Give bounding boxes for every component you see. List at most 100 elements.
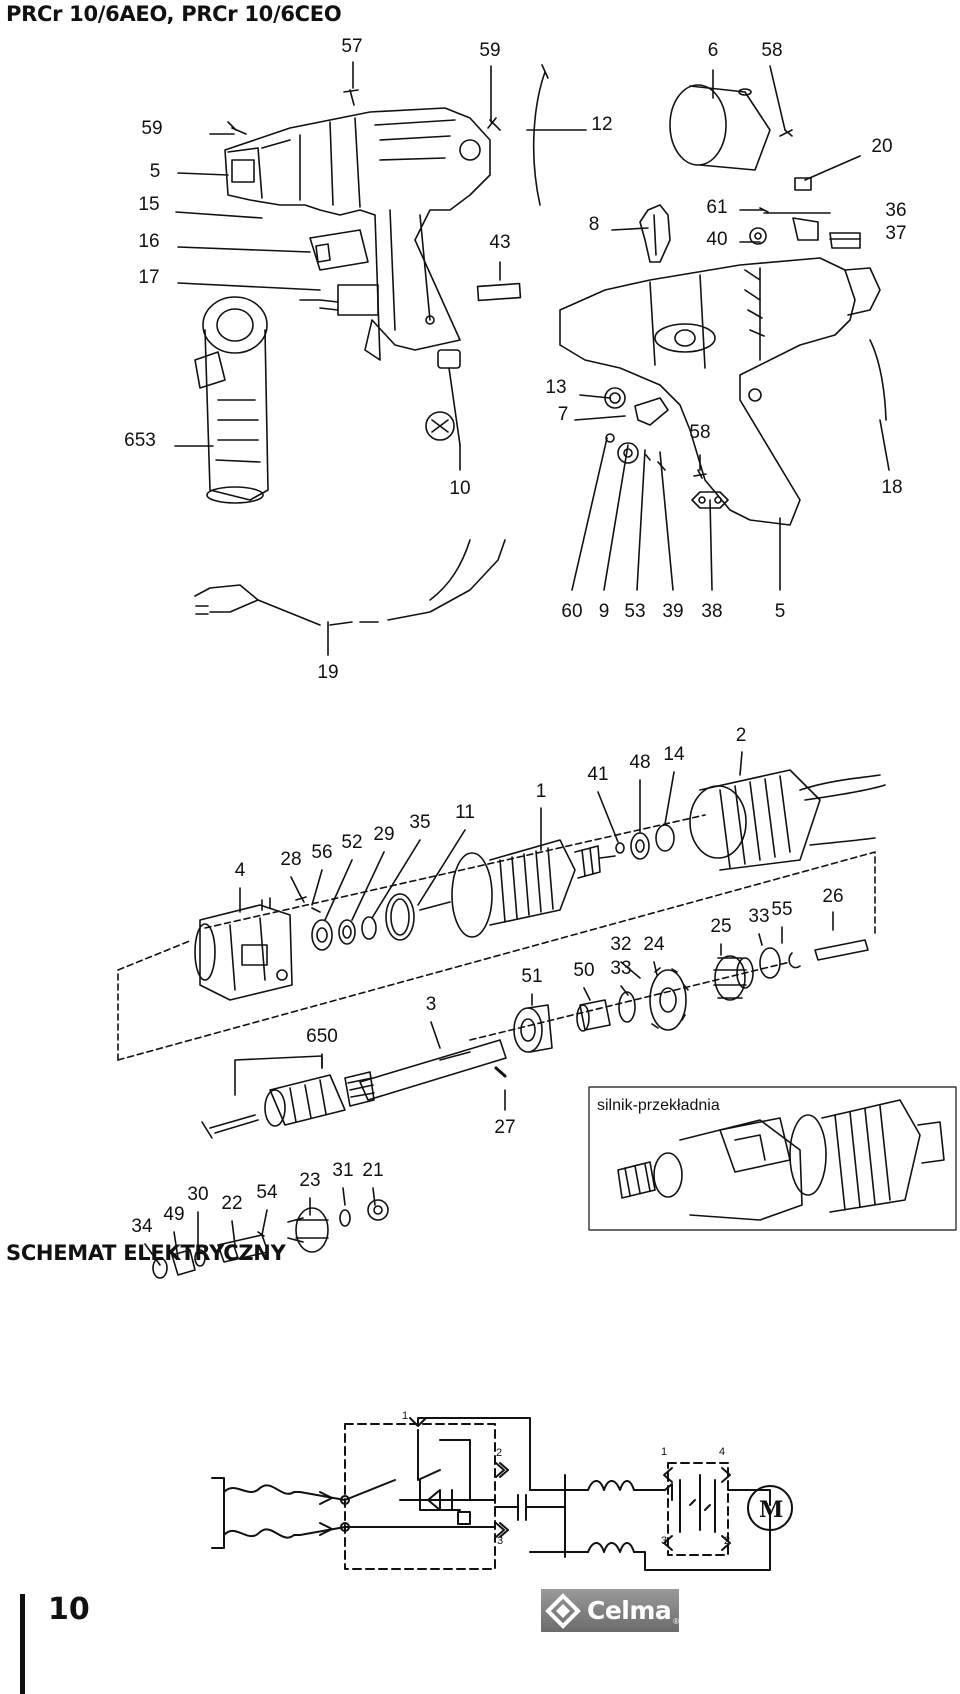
stator-2 <box>689 769 886 871</box>
lower-part-label: 31 <box>332 1160 353 1181</box>
switch-16 <box>309 229 369 271</box>
upper-part-label: 7 <box>558 404 569 425</box>
rings-11-35-29-52 <box>295 893 415 951</box>
upper-part-label: 20 <box>871 136 892 157</box>
armature-1 <box>419 839 616 938</box>
lower-part-label: 2 <box>736 725 747 746</box>
electrical-schematic <box>211 1417 793 1571</box>
gear-24 <box>649 967 689 1031</box>
suppressor-17 <box>299 284 379 316</box>
lower-part-label: 30 <box>187 1184 208 1205</box>
rings-41-48-14 <box>615 824 675 860</box>
inset-motor-gearbox <box>617 1099 945 1221</box>
shaft-10 <box>425 349 461 446</box>
lower-part-label: 11 <box>455 802 475 823</box>
lower-part-label: 650 <box>306 1026 338 1047</box>
lower-part-label: 24 <box>643 934 665 955</box>
brush-20 <box>794 177 812 191</box>
screws-57-59 <box>227 89 501 135</box>
inset-frame <box>588 1086 957 1231</box>
lower-part-label: 35 <box>409 812 430 833</box>
upper-part-label: 12 <box>591 114 612 135</box>
upper-part-label: 39 <box>662 601 683 622</box>
lower-part-label: 33 <box>748 906 769 927</box>
lower-part-label: 51 <box>521 966 542 987</box>
upper-part-label: 13 <box>545 377 566 398</box>
lower-part-label: 1 <box>536 781 547 802</box>
celma-diamond-icon <box>545 1592 581 1629</box>
gear-assembly-bottom <box>152 1199 389 1279</box>
upper-part-label: 59 <box>479 40 500 61</box>
spindle-3 <box>344 1039 507 1107</box>
gear-25 <box>713 955 754 1001</box>
lower-part-label: 23 <box>299 1170 320 1191</box>
schematic-title: SCHEMAT ELEKTRYCZNY <box>6 1241 286 1265</box>
lower-part-label: 27 <box>494 1117 515 1138</box>
leader-lines-upper <box>174 61 890 656</box>
schematic-terminal-marks <box>319 1417 731 1551</box>
lower-part-label: 21 <box>362 1160 383 1181</box>
block-43 <box>476 282 522 302</box>
lower-part-label: 22 <box>221 1193 242 1214</box>
lower-part-label: 14 <box>663 744 685 765</box>
lower-part-label: 54 <box>256 1182 278 1203</box>
power-cord-19 <box>194 539 506 626</box>
schematic-terminal-label: 1 <box>402 1410 408 1422</box>
schematic-terminal-label: 2 <box>496 1447 502 1459</box>
upper-part-label: 10 <box>449 478 470 499</box>
lower-part-label: 4 <box>235 860 246 881</box>
key-27 <box>494 1066 507 1078</box>
gear-housing-4 <box>194 897 293 1001</box>
upper-part-label: 38 <box>701 601 722 622</box>
bearing-50 <box>576 999 611 1032</box>
brush-holder-8 <box>639 204 671 263</box>
upper-part-label: 9 <box>599 601 610 622</box>
ring-33b <box>618 991 636 1023</box>
schematic-terminal-label: 1 <box>661 1446 667 1458</box>
upper-part-label: 37 <box>885 223 906 244</box>
schematic-terminal-label: 3 <box>661 1535 667 1547</box>
lower-part-label: 25 <box>710 916 731 937</box>
lower-part-label: 49 <box>163 1204 184 1225</box>
upper-part-label: 57 <box>341 36 362 57</box>
upper-part-label: 17 <box>138 267 159 288</box>
logo-registered: ® <box>673 1617 680 1626</box>
upper-part-label: 53 <box>624 601 645 622</box>
leader-lines-lower <box>144 751 834 1266</box>
upper-part-label: 61 <box>706 197 727 218</box>
upper-part-label: 5 <box>150 161 161 182</box>
bearing-51 <box>513 1004 553 1053</box>
schematic-terminal-label: 2 <box>724 1535 730 1547</box>
lower-part-label: 26 <box>822 886 843 907</box>
page-number: 10 <box>48 1592 90 1627</box>
lower-part-label: 3 <box>426 994 437 1015</box>
brush-lead-12 <box>532 71 546 206</box>
upper-part-label: 60 <box>561 601 582 622</box>
upper-part-label: 18 <box>881 477 902 498</box>
upper-part-label: 59 <box>141 118 162 139</box>
upper-part-label: 58 <box>689 422 710 443</box>
upper-part-label: 58 <box>761 40 782 61</box>
page-bar <box>20 1594 25 1694</box>
upper-part-label: 15 <box>138 194 159 215</box>
upper-part-label: 6 <box>708 40 719 61</box>
lower-part-label: 41 <box>587 764 608 785</box>
schematic-terminal-label: 4 <box>719 1446 725 1458</box>
logo-wordmark: Celma <box>587 1596 672 1625</box>
inset-caption: silnik-przekładnia <box>597 1097 720 1114</box>
upper-part-label: 43 <box>489 232 510 253</box>
upper-part-label: 8 <box>589 214 600 235</box>
schematic-terminal-label: 3 <box>497 1535 503 1547</box>
upper-part-label: 40 <box>706 229 727 250</box>
housing-half-left <box>224 107 491 361</box>
side-handle-653 <box>194 296 269 504</box>
spring-61-40-36-37 <box>749 207 861 249</box>
pin-26 <box>814 939 869 961</box>
lower-part-label: 28 <box>280 849 301 870</box>
lower-part-label: 52 <box>341 832 362 853</box>
upper-part-label: 16 <box>138 231 159 252</box>
celma-logo: Celma ® <box>541 1589 679 1632</box>
lower-part-label: 32 <box>610 934 631 955</box>
lower-part-label: 56 <box>311 842 332 863</box>
